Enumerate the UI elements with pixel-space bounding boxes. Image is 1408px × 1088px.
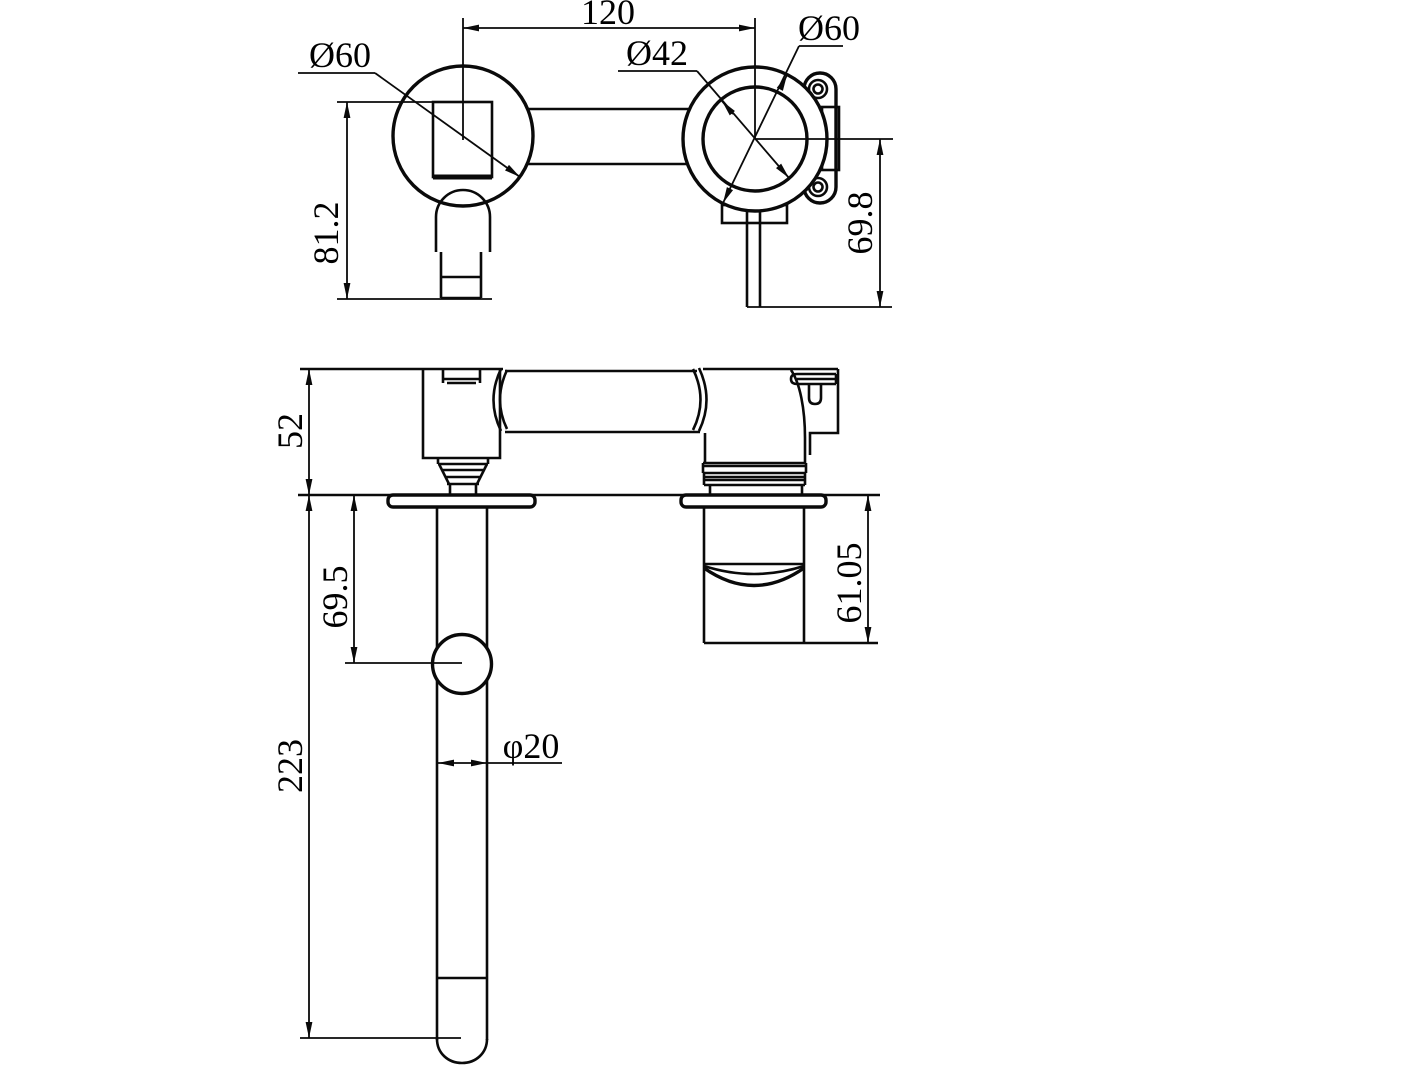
front-union-bars: [527, 107, 690, 166]
dim-socket-dia-label: Ø42: [626, 33, 688, 73]
front-right-valve: [681, 65, 841, 307]
side-view: [298, 367, 880, 1065]
dim-handle-drop-label: 61.05: [829, 543, 869, 624]
dim-tube-dia-label: φ20: [503, 726, 560, 766]
dim-projection-label: 52: [270, 413, 310, 449]
dim-right-height-label: 69.8: [840, 192, 880, 255]
dimension-labels: 120 Ø60 Ø42 Ø60 81.2 69.8 52 69.5 61.05 …: [270, 0, 880, 793]
dim-right-flange-dia-label: Ø60: [798, 8, 860, 48]
side-spout-assembly: [386, 369, 537, 1065]
dim-left-height-label: 81.2: [306, 202, 346, 265]
dim-spout-length-label: 223: [270, 739, 310, 793]
dim-left-flange-dia-label: Ø60: [309, 35, 371, 75]
side-valve-assembly: [679, 369, 840, 643]
dim-spout-drop-label: 69.5: [315, 566, 355, 629]
dim-center-spacing-label: 120: [581, 0, 635, 32]
dimension-lines: [298, 18, 893, 1039]
side-connecting-barrel: [492, 367, 708, 434]
